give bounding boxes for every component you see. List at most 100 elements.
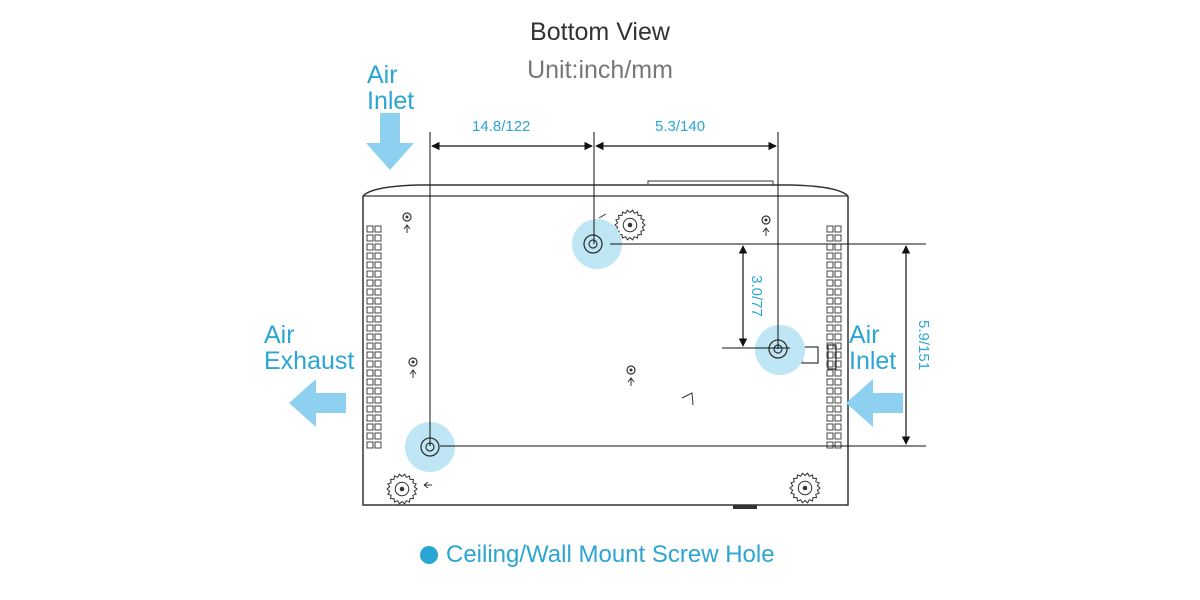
vent-slot	[826, 315, 834, 323]
vent-slot	[826, 378, 834, 386]
vent-slot	[826, 342, 834, 350]
vent-slot	[366, 288, 374, 296]
air-inlet-right-label: Air Inlet	[849, 322, 896, 374]
vent-slot	[374, 261, 382, 269]
adjustable-foot-icon	[386, 473, 418, 505]
vent-slot	[374, 243, 382, 251]
vent-slot	[834, 396, 842, 404]
vent-slot	[374, 288, 382, 296]
vent-slot	[834, 279, 842, 287]
vent-slot	[826, 252, 834, 260]
vent-slot	[834, 360, 842, 368]
vent-slot	[366, 414, 374, 422]
air-exhaust-arrow-icon	[289, 379, 346, 427]
air-inlet-right-arrow-icon	[846, 379, 903, 427]
vent-slot	[366, 441, 374, 449]
vent-slot	[374, 270, 382, 278]
side-slot	[827, 344, 837, 370]
vent-slot	[374, 432, 382, 440]
vent-slot	[834, 315, 842, 323]
vent-slot	[374, 423, 382, 431]
vent-slot	[834, 270, 842, 278]
vent-slot	[366, 342, 374, 350]
vent-slot	[834, 369, 842, 377]
air-inlet-right-line1: Air	[849, 321, 880, 349]
vent-slot	[826, 423, 834, 431]
vent-slot	[834, 297, 842, 305]
dimension-left-span: 14.8/122	[472, 118, 531, 135]
vent-slot	[374, 360, 382, 368]
vent-slot	[366, 360, 374, 368]
vent-slot	[826, 396, 834, 404]
vent-slot	[374, 333, 382, 341]
dimension-inner-vertical: 3.0/77	[748, 275, 765, 317]
air-inlet-top-arrow-icon	[366, 113, 414, 170]
vent-slot	[374, 297, 382, 305]
vent-slot	[366, 279, 374, 287]
adjustable-foot-icon	[789, 472, 821, 504]
air-inlet-top-line1: Air	[367, 61, 398, 89]
vent-slot	[366, 252, 374, 260]
unit-label: Unit:inch/mm	[527, 56, 673, 84]
vent-slot	[374, 405, 382, 413]
vent-slot	[366, 351, 374, 359]
legend-label: Ceiling/Wall Mount Screw Hole	[446, 541, 775, 568]
projector-front-curve	[362, 184, 849, 197]
vent-slot	[374, 234, 382, 242]
vent-slot	[366, 234, 374, 242]
vent-slot	[366, 243, 374, 251]
extension-lines	[429, 132, 926, 447]
vent-slot	[366, 324, 374, 332]
vent-slot	[834, 414, 842, 422]
vent-slot	[374, 315, 382, 323]
vent-slot	[374, 252, 382, 260]
vent-slot	[366, 270, 374, 278]
legend-dot-icon	[420, 546, 438, 564]
adjustable-feet	[386, 209, 821, 505]
vent-slot	[366, 297, 374, 305]
vent-slot	[374, 369, 382, 377]
vent-slot	[374, 414, 382, 422]
vent-slot	[826, 333, 834, 341]
vent-slot	[834, 225, 842, 233]
vent-slot	[374, 225, 382, 233]
vent-slot	[366, 387, 374, 395]
vent-slot	[834, 324, 842, 332]
vent-slot	[826, 270, 834, 278]
air-inlet-top-label: Air Inlet	[367, 62, 414, 114]
vent-slot	[374, 306, 382, 314]
vent-slot	[834, 378, 842, 386]
air-exhaust-line1: Air	[264, 321, 295, 349]
vent-slot	[826, 441, 834, 449]
rear-tab	[733, 505, 757, 509]
vent-slot	[826, 351, 834, 359]
vent-slot	[834, 423, 842, 431]
vent-slot	[834, 441, 842, 449]
vent-slot	[374, 396, 382, 404]
projector-outline	[362, 196, 849, 506]
vent-slot	[826, 234, 834, 242]
vent-slot	[834, 405, 842, 413]
small-screw-hole	[761, 215, 771, 236]
vent-slot	[374, 342, 382, 350]
left-vent-grille	[366, 225, 382, 449]
vent-slot	[826, 279, 834, 287]
vent-slot	[834, 234, 842, 242]
vent-slot	[826, 306, 834, 314]
vent-slot	[834, 252, 842, 260]
vent-slot	[826, 405, 834, 413]
vent-slot	[366, 306, 374, 314]
vent-slot	[826, 261, 834, 269]
air-inlet-top-line2: Inlet	[367, 87, 415, 115]
air-inlet-right-line2: Inlet	[849, 347, 897, 375]
vent-slot	[366, 261, 374, 269]
vent-slot	[826, 414, 834, 422]
adjustable-foot-icon	[614, 209, 646, 241]
vent-slot	[826, 387, 834, 395]
dimension-outer-vertical: 5.9/151	[915, 320, 932, 370]
vent-slot	[374, 351, 382, 359]
vent-slot	[826, 297, 834, 305]
vent-slot	[834, 387, 842, 395]
vent-slot	[366, 369, 374, 377]
